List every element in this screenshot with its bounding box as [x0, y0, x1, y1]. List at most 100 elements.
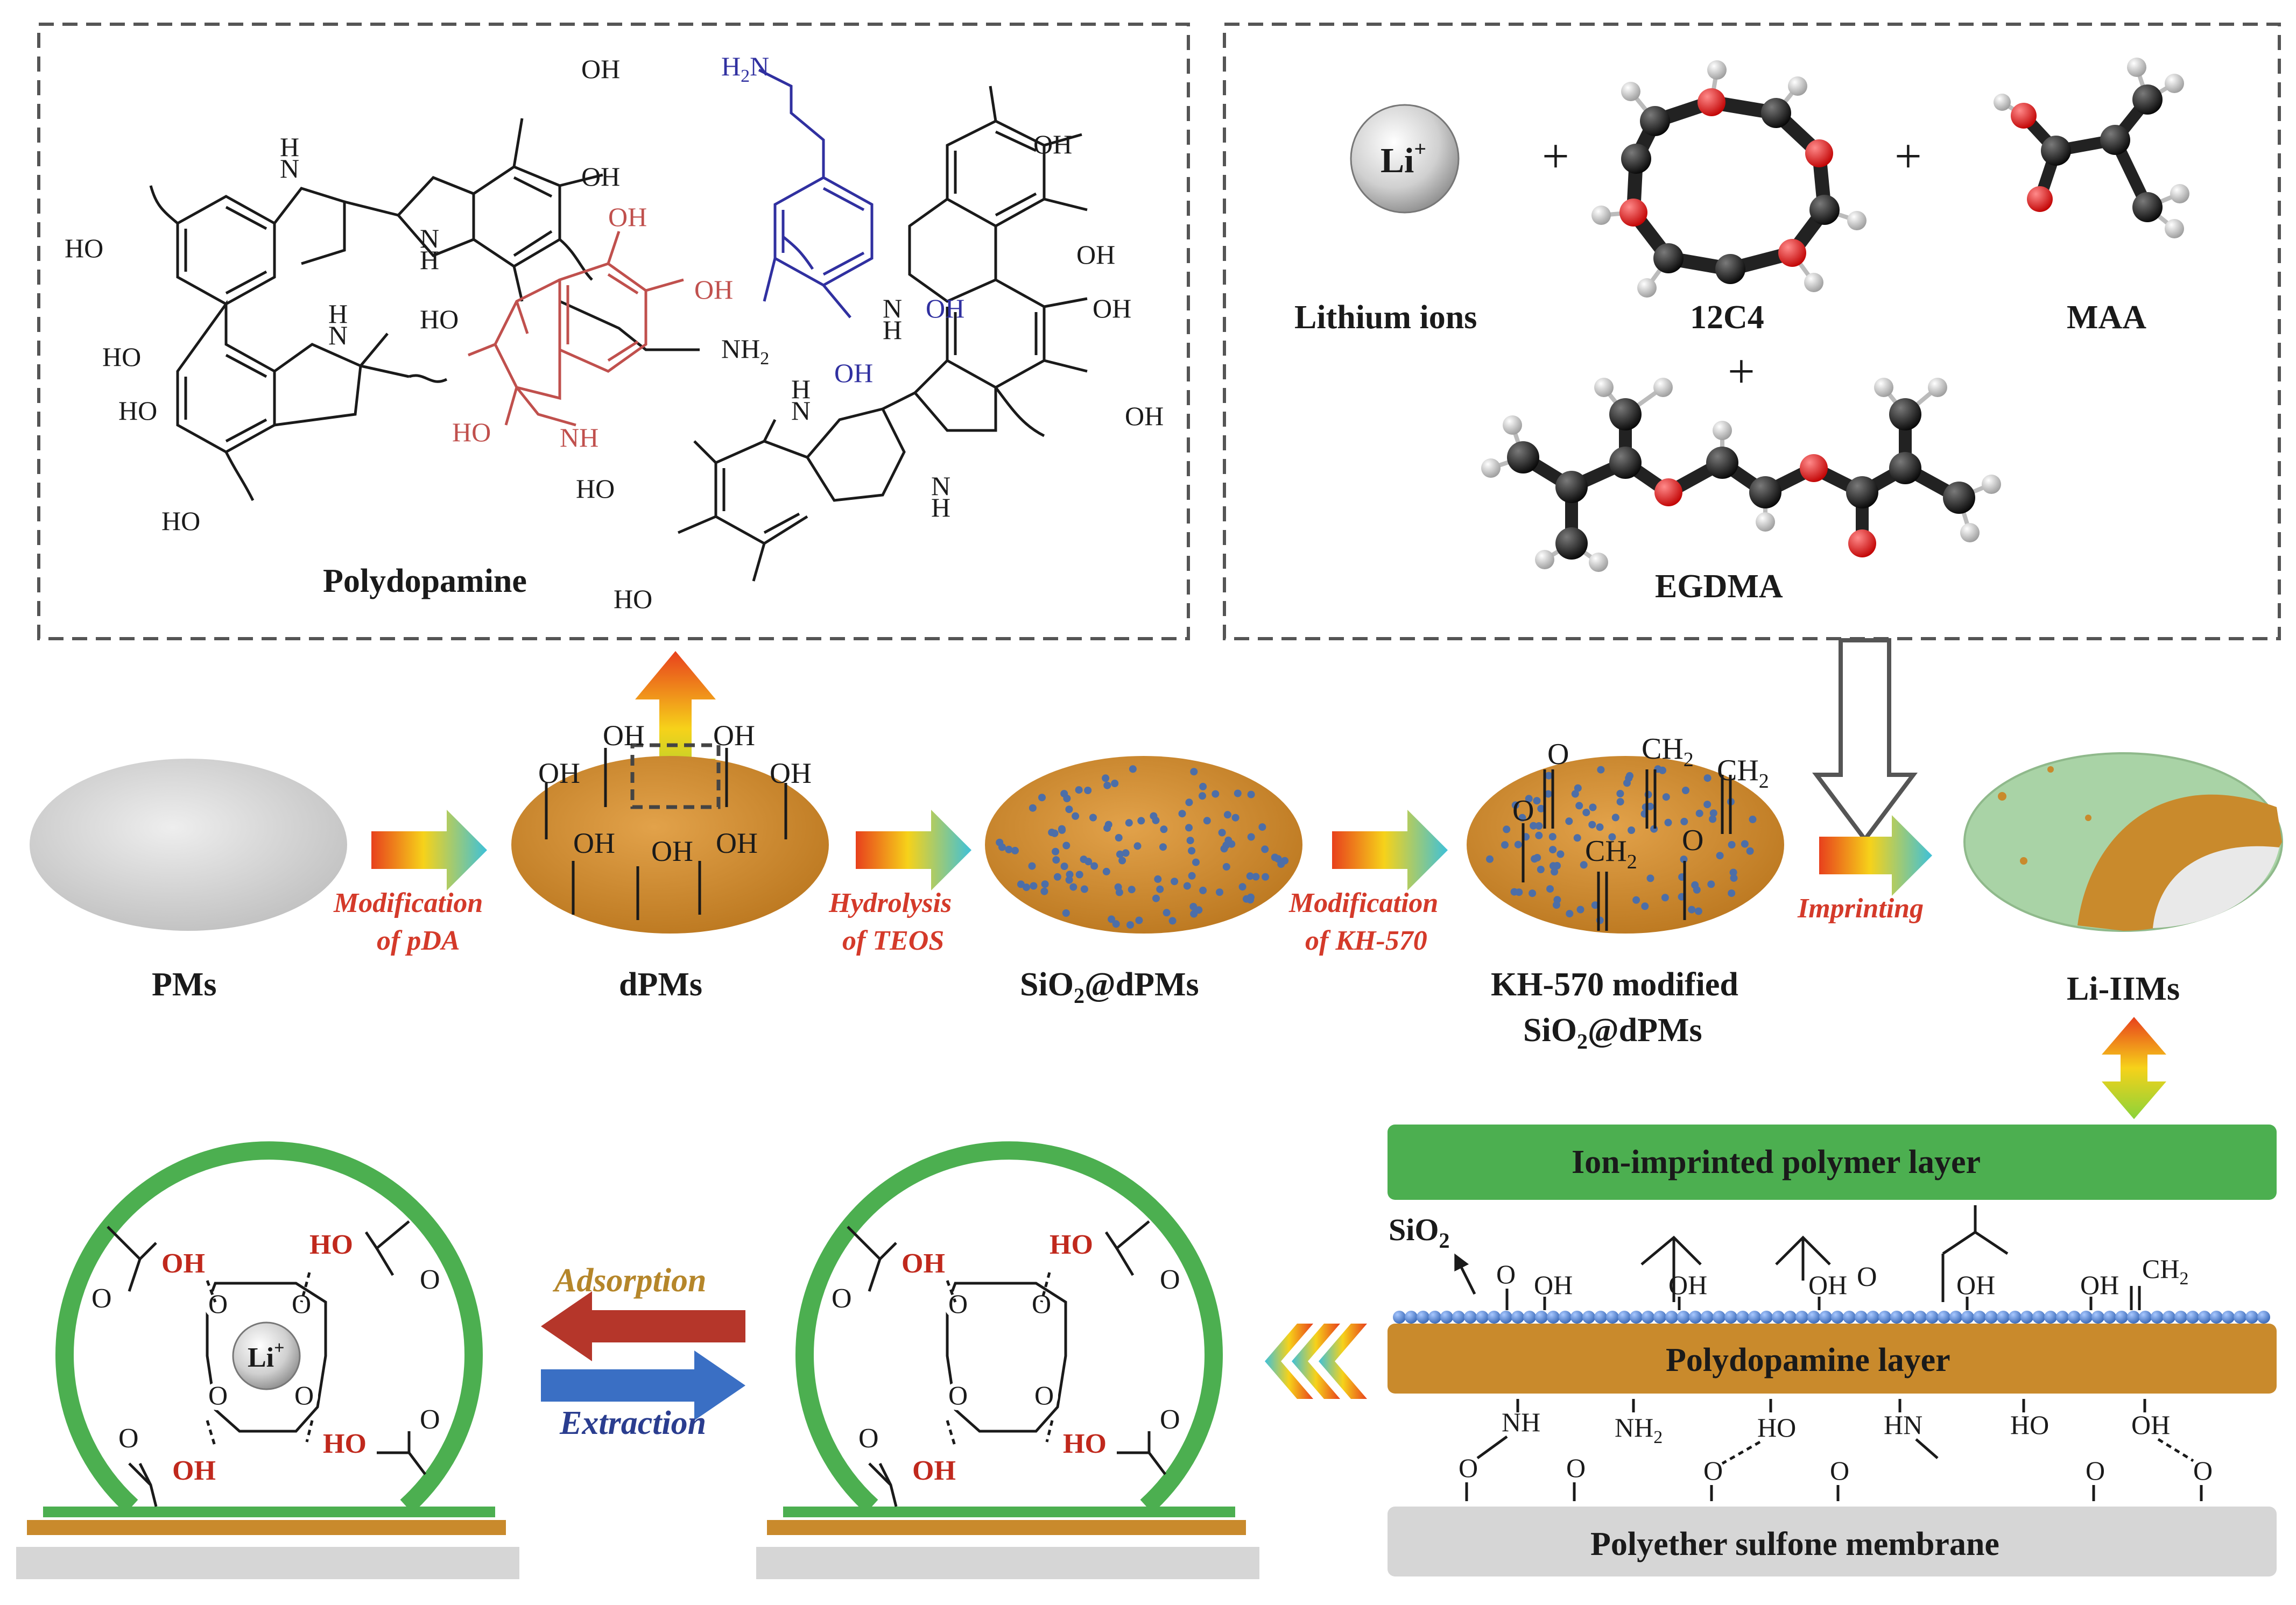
- sio2-pointer-arrow: [1454, 1253, 1476, 1295]
- sio2-particle: [1159, 843, 1167, 851]
- sio2-particle: [1741, 840, 1749, 848]
- sio2-bead: [1938, 1311, 1950, 1324]
- sio2-particle: [1188, 872, 1196, 880]
- sio2-bead: [1795, 1311, 1808, 1324]
- crown-ether-backbone: [946, 1282, 1067, 1433]
- carboxyl-bond: [375, 1220, 410, 1276]
- sio2-particle: [1707, 880, 1715, 888]
- sio2-particle: [1152, 894, 1160, 902]
- bottom-link-sticks: [1465, 1399, 2203, 1501]
- nh2-label: NH2: [1615, 1412, 1663, 1447]
- o-label: O: [1160, 1264, 1180, 1295]
- o-label: O: [208, 1380, 228, 1410]
- nh-h-label: H: [883, 315, 902, 345]
- step1-label-line1: Modification: [333, 888, 483, 918]
- sio2-particle: [1530, 822, 1538, 830]
- oh-label: OH: [912, 1455, 956, 1486]
- process-row: PMs Modification of pDA OH OH OH OH OH O…: [30, 719, 2283, 1119]
- sio2-bead: [2056, 1311, 2069, 1324]
- sio2-particle: [1150, 812, 1158, 820]
- sio2-particle: [1246, 872, 1254, 880]
- sio2-particle: [1122, 849, 1130, 857]
- carboxyl-bond: [1115, 1220, 1150, 1276]
- h-bond: [206, 1280, 217, 1303]
- oh-label: OH: [2131, 1410, 2170, 1440]
- sio2-bead: [1772, 1311, 1785, 1324]
- sio2-bead: [1570, 1311, 1583, 1324]
- o-label: O: [1547, 738, 1569, 771]
- sio2-particle: [1112, 920, 1120, 928]
- sio2-bead: [1476, 1311, 1489, 1324]
- sio2-bead: [1559, 1311, 1572, 1324]
- oxygen-atom: [944, 1291, 972, 1319]
- dpms-oh-sticks: [545, 748, 787, 920]
- sio2-particle: [1171, 878, 1179, 886]
- sio2-particle: [1203, 817, 1211, 825]
- bottom-link-labels: NH NH2 HO HN HO OH O O O O O O: [1459, 1407, 2213, 1486]
- sio2-particle: [1189, 903, 1198, 910]
- sio2-particle: [1080, 855, 1088, 864]
- sio2-particle: [1216, 888, 1223, 896]
- sio2-bead: [1547, 1311, 1560, 1324]
- nh-n-label: N: [883, 293, 902, 323]
- sio2-particle: [1716, 852, 1724, 860]
- sio2-bead: [1582, 1311, 1595, 1324]
- li-iims-disc: [1963, 752, 2283, 932]
- sio2-particle: [1247, 893, 1255, 901]
- sio2-bead: [2174, 1311, 2187, 1324]
- sio2-particle: [1040, 887, 1048, 895]
- h-bond: [1040, 1272, 1051, 1303]
- ho-label: HO: [576, 473, 615, 504]
- sio2-particle: [1090, 862, 1098, 870]
- sio2-particle: [1535, 831, 1543, 839]
- sio2-bead: [1961, 1311, 1974, 1324]
- oxygen-atom: [944, 1382, 972, 1410]
- sio2-particle: [1626, 772, 1633, 780]
- sio2-bead: [1878, 1311, 1891, 1324]
- nh-n-label: N: [931, 471, 950, 501]
- sio2-bead: [1393, 1311, 1406, 1324]
- sio2-particle: [1662, 793, 1670, 801]
- oh-label: OH: [161, 1248, 205, 1279]
- sio2-bead: [2163, 1311, 2175, 1324]
- sio2-particle: [1646, 802, 1654, 810]
- carboxyl-bond: [878, 1462, 892, 1486]
- sio2-bead: [1511, 1311, 1524, 1324]
- adsorption-extraction-arrows: Adsorption Extraction: [541, 1262, 745, 1441]
- nh-h-label: H: [420, 245, 439, 275]
- sio2-bead: [1464, 1311, 1477, 1324]
- sio2-particle: [1518, 814, 1526, 822]
- sio2-particle: [1065, 805, 1073, 814]
- ch2-label: CH2: [1717, 754, 1769, 793]
- sio2-particle: [1525, 795, 1533, 803]
- layer-stack: Ion-imprinted polymer layer O SiO2 O OH …: [1265, 1125, 2277, 1576]
- nh-n-label: N: [328, 320, 348, 350]
- sio2-bead: [1760, 1311, 1773, 1324]
- step-arrow: [1819, 815, 1932, 896]
- carboxyl-bond: [138, 1462, 152, 1486]
- ho-label: HO: [309, 1229, 353, 1260]
- oh-label: OH: [1125, 401, 1164, 431]
- li-ion-label: Li+: [248, 1338, 285, 1373]
- oh-label: OH: [1668, 1270, 1707, 1300]
- sio2-bead: [1523, 1311, 1536, 1324]
- sio2-bead: [1855, 1311, 1868, 1324]
- step3-label-line2: of KH-570: [1305, 925, 1427, 956]
- sio2-particle: [1546, 885, 1554, 893]
- oh-label: OH: [1076, 239, 1115, 270]
- sio2-particle: [1218, 829, 1226, 837]
- sio2-particle: [1029, 804, 1037, 812]
- sio2-particle: [1703, 801, 1712, 809]
- sio2-particle: [1108, 915, 1116, 923]
- oh-label: OH: [713, 719, 755, 752]
- sio2-particle: [1252, 873, 1260, 881]
- carboxyl-bond: [128, 1258, 142, 1292]
- polydopamine-black-labels: OH OH N H N H HO HO N H HO HO HO NH2 OH …: [65, 54, 1164, 614]
- o-label: O: [420, 1264, 440, 1295]
- kh570-label-line2: SiO2@dPMs: [1523, 1012, 1702, 1053]
- oxygen-atom: [204, 1291, 232, 1319]
- sio2-bead: [1831, 1311, 1844, 1324]
